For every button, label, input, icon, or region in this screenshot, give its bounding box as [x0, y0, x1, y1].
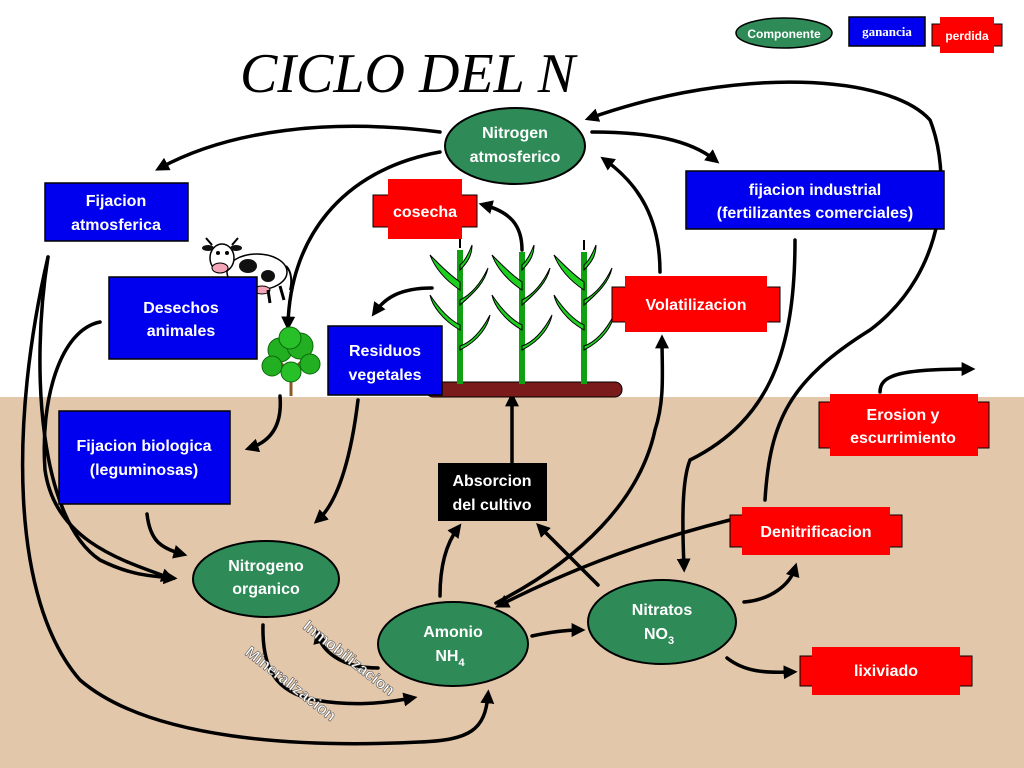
organic-line-1: Nitrogeno	[228, 558, 304, 575]
arrow-crop-to-cosecha	[478, 200, 524, 252]
node-biological-fixation: Fijacion biologica (leguminosas)	[58, 410, 231, 505]
legend-loss-label: perdida	[945, 29, 989, 43]
nitrates-line-1: Nitratos	[632, 602, 693, 619]
arrow-erosion-out	[878, 362, 976, 394]
node-harvest: cosecha	[372, 179, 478, 239]
harvest-label: cosecha	[393, 204, 457, 221]
fixbio-line-1: Fijacion biologica	[76, 438, 211, 455]
arrow-denitri-to-amonio	[494, 518, 732, 608]
nitrates-formula-subscript: 3	[668, 635, 674, 647]
leaching-label: lixiviado	[854, 663, 918, 680]
arrow-crop-to-residuos	[371, 286, 434, 317]
cow-icon	[202, 237, 293, 304]
node-erosion: Erosion y escurrimiento	[818, 394, 990, 456]
denitrification-label: Denitrificacion	[760, 524, 871, 541]
arrow-industrial-to-nitratos	[676, 238, 797, 573]
node-ammonium: Amonio NH4	[377, 601, 529, 687]
absorption-line-2: del cultivo	[452, 497, 531, 514]
arrow-norg-to-amonio	[261, 623, 418, 707]
erosion-line-2: escurrimiento	[850, 430, 956, 447]
waste-line-1: Desechos	[143, 300, 219, 317]
corn-plant-icon	[491, 240, 553, 384]
node-nitrates: Nitratos NO3	[587, 579, 737, 665]
erosion-line-1: Erosion y	[867, 407, 940, 424]
corn-plant-icon	[429, 238, 491, 384]
node-volatilization: Volatilizacion	[611, 276, 781, 332]
absorption-line-1: Absorcion	[452, 473, 531, 490]
nitrates-formula: NO3	[644, 626, 674, 647]
node-denitrification: Denitrificacion	[729, 507, 903, 555]
corn-plant-icon	[553, 240, 615, 384]
ammonium-formula: NH4	[435, 648, 465, 669]
ammonium-formula-subscript: 4	[458, 657, 465, 669]
volatilization-label: Volatilizacion	[645, 297, 746, 314]
waste-line-2: animales	[147, 323, 216, 340]
node-industrial-fixation: fijacion industrial (fertilizantes comer…	[685, 170, 945, 230]
arrow-biological-to-fixbio	[244, 394, 283, 453]
legend-gain-label: ganancia	[862, 24, 912, 39]
fixatm-line-2: atmosferica	[71, 217, 161, 234]
node-organic-nitrogen: Nitrogeno organico	[192, 540, 340, 618]
node-plant-residues: Residuos vegetales	[327, 325, 443, 396]
node-animal-waste: Desechos animales	[108, 276, 258, 360]
node-atmospheric-fixation: Fijacion atmosferica	[44, 182, 189, 242]
arrow-atm-to-industrial	[590, 130, 720, 164]
node-crop-absorption: Absorcion del cultivo	[438, 463, 547, 521]
arrow-fixbio-to-norg	[145, 512, 188, 559]
ammonium-line-1: Amonio	[423, 624, 483, 641]
crop-field	[425, 238, 623, 398]
fixbio-line-2: (leguminosas)	[90, 462, 198, 479]
node-leaching: lixiviado	[799, 647, 973, 695]
arrow-amonio-to-nitratos	[530, 623, 586, 638]
legend-component-swatch	[735, 17, 833, 49]
residues-line-1: Residuos	[349, 343, 421, 360]
arrow-amonio-to-volatil	[494, 334, 670, 605]
arrow-nitratos-to-lixiviado	[725, 656, 798, 680]
organic-line-2: organico	[232, 581, 300, 598]
arrow-residuos-to-norg	[313, 398, 360, 524]
nitrates-formula-base: NO	[644, 626, 668, 643]
legend-component-label: Componente	[747, 27, 821, 41]
atmospheric-line-2: atmosferico	[470, 149, 561, 166]
industrial-line-2: (fertilizantes comerciales)	[717, 205, 914, 222]
legend-gain-swatch	[848, 16, 926, 47]
residues-line-2: vegetales	[349, 367, 422, 384]
arrows	[20, 80, 976, 746]
fixatm-line-1: Fijacion	[86, 193, 146, 210]
arrow-fixatm-to-amonio	[20, 255, 495, 746]
legend-loss-swatch	[931, 17, 1003, 53]
legend: Componente ganancia perdida	[735, 16, 1003, 53]
arrow-nitratos-to-denitri	[742, 562, 800, 604]
arrow-atm-to-fixatm	[155, 124, 442, 171]
atmospheric-line-1: Nitrogen	[482, 125, 548, 142]
page-title: CICLO DEL N	[240, 43, 578, 105]
soil-bar	[425, 381, 623, 398]
ammonium-formula-base: NH	[435, 648, 458, 665]
arrow-atm-to-biological	[281, 150, 442, 331]
bush-icon	[261, 326, 321, 396]
node-atmospheric-nitrogen: Nitrogen atmosferico	[444, 107, 586, 185]
arrow-desechos-to-norg	[42, 320, 176, 582]
arrow-amonio-to-norg	[313, 629, 380, 670]
arrow-amonio-to-absorcion	[438, 523, 462, 598]
industrial-line-1: fijacion industrial	[749, 182, 881, 199]
arrow-volatil-to-atm	[600, 156, 662, 274]
